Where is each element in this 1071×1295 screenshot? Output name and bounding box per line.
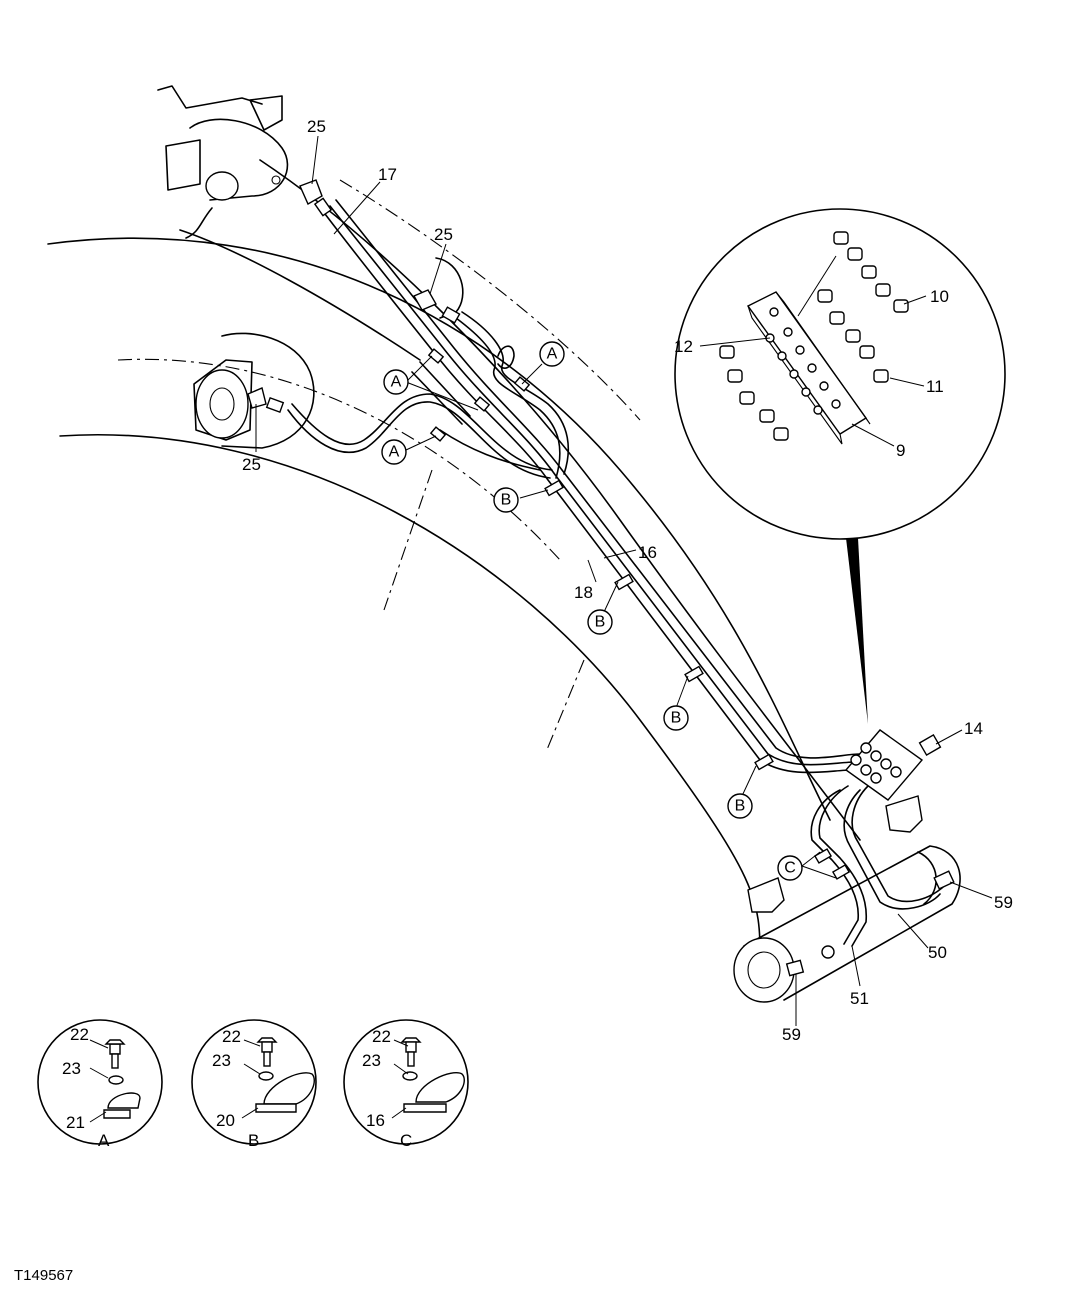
detail-a-clamp-callout: 21 xyxy=(66,1113,85,1132)
detail-b-clamp-callout: 20 xyxy=(216,1111,235,1130)
detail-b: 22 23 20 B xyxy=(191,1019,317,1150)
callout-17: 17 xyxy=(378,165,397,184)
left-pivot-housing xyxy=(193,332,315,449)
bubble-b-4: B xyxy=(735,798,746,815)
detail-c-clamp-callout: 16 xyxy=(366,1111,385,1130)
leader-lines xyxy=(255,135,993,1026)
callout-25-left: 25 xyxy=(242,455,261,474)
manifold-detail-view xyxy=(674,208,1006,724)
callout-12: 12 xyxy=(674,337,693,356)
callout-25-mid: 25 xyxy=(434,225,453,244)
callout-11: 11 xyxy=(926,377,944,396)
bubble-b-3: B xyxy=(671,710,682,727)
callout-50: 50 xyxy=(928,943,947,962)
callout-59-right: 59 xyxy=(994,893,1013,912)
grease-hoses xyxy=(287,199,945,947)
bubble-a-3: A xyxy=(547,346,558,363)
detail-b-bolt-callout: 22 xyxy=(222,1027,241,1046)
detail-a-washer-callout: 23 xyxy=(62,1059,81,1078)
callout-18: 18 xyxy=(574,583,593,602)
callout-25-top: 25 xyxy=(307,117,326,136)
hose-clamps xyxy=(427,348,851,880)
mid-cylinder-boss xyxy=(435,257,464,319)
bubble-a-1: A xyxy=(391,374,402,391)
detail-a-label: A xyxy=(98,1131,110,1150)
lower-manifold-block xyxy=(844,729,942,801)
callout-51: 51 xyxy=(850,989,869,1008)
detail-c-label: C xyxy=(400,1131,412,1150)
bubble-b-1: B xyxy=(501,492,512,509)
boom-outline xyxy=(47,159,861,961)
detail-a: 22 23 21 A xyxy=(37,1019,163,1150)
detail-b-washer-callout: 23 xyxy=(212,1051,231,1070)
fittings xyxy=(247,179,461,413)
detail-b-label: B xyxy=(248,1131,259,1150)
upper-pivot-housing xyxy=(157,85,289,239)
callout-59-bottom: 59 xyxy=(782,1025,801,1044)
bubble-b-2: B xyxy=(595,614,606,631)
callout-16: 16 xyxy=(638,543,657,562)
part-callouts: 25 17 25 25 10 12 11 9 16 18 14 59 50 51… xyxy=(242,117,1013,1044)
reference-bubbles: A A A B B B B C xyxy=(381,341,803,881)
detail-a-bolt-callout: 22 xyxy=(70,1025,89,1044)
boom-foot-cylinder xyxy=(733,795,961,1003)
callout-10: 10 xyxy=(930,287,949,306)
bubble-c-1: C xyxy=(784,860,796,877)
detail-c-bolt-callout: 22 xyxy=(372,1027,391,1046)
bubble-a-2: A xyxy=(389,444,400,461)
detail-c-washer-callout: 23 xyxy=(362,1051,381,1070)
detail-c: 22 23 16 C xyxy=(343,1019,469,1150)
grease-fittings-detail xyxy=(719,231,909,441)
callout-14: 14 xyxy=(964,719,983,738)
callout-9: 9 xyxy=(896,441,905,460)
figure-id: T149567 xyxy=(14,1267,73,1284)
